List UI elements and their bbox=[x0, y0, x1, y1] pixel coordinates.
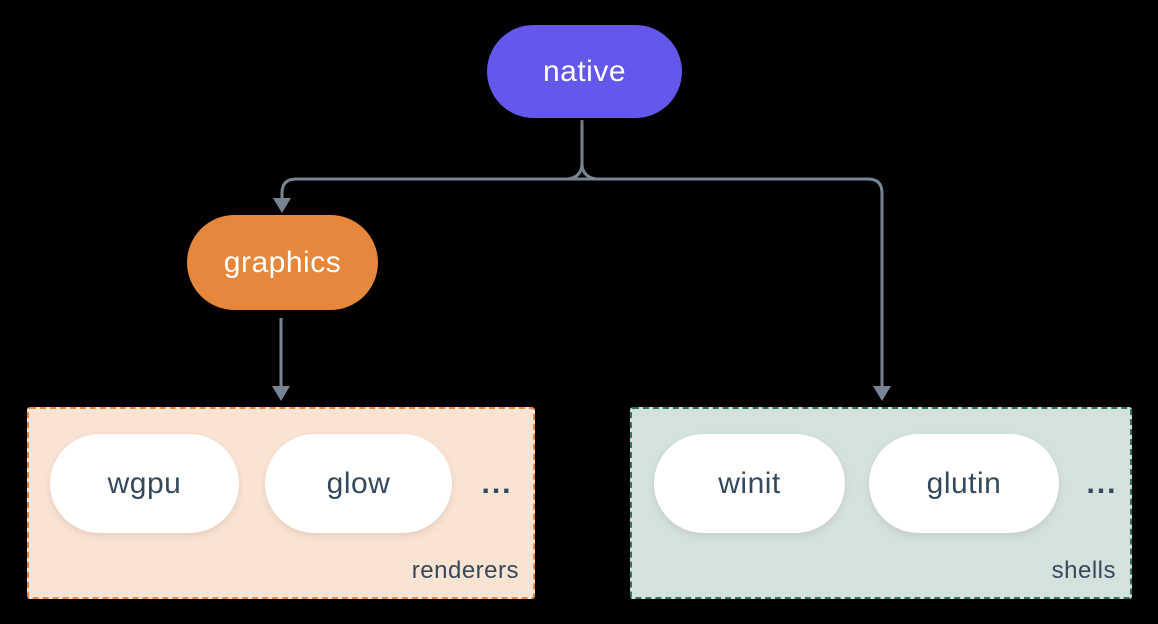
edge-native-branches bbox=[280, 177, 884, 388]
group-renderers-label: renderers bbox=[411, 557, 519, 584]
node-graphics-label: graphics bbox=[223, 245, 342, 279]
group-renderers: wgpu glow ... renderers bbox=[27, 407, 535, 599]
pill-winit-label: winit bbox=[718, 466, 781, 500]
pill-wgpu: wgpu bbox=[50, 434, 239, 533]
group-shells: winit glutin ... shells bbox=[630, 407, 1132, 599]
arrowhead-to-graphics bbox=[273, 198, 291, 213]
pill-glow-label: glow bbox=[326, 466, 391, 500]
arrowhead-to-renderers bbox=[272, 386, 290, 401]
shells-ellipsis: ... bbox=[1086, 466, 1118, 500]
pill-glutin: glutin bbox=[869, 434, 1059, 533]
pill-glow: glow bbox=[265, 434, 452, 533]
node-native: native bbox=[487, 25, 682, 118]
node-graphics: graphics bbox=[187, 215, 378, 310]
renderers-ellipsis: ... bbox=[481, 466, 513, 500]
arrowhead-to-shells bbox=[873, 386, 891, 401]
pill-glutin-label: glutin bbox=[926, 466, 1002, 500]
node-native-label: native bbox=[542, 54, 627, 88]
pill-wgpu-label: wgpu bbox=[107, 466, 182, 500]
group-shells-label: shells bbox=[1051, 557, 1116, 584]
edge-native-trunk bbox=[567, 120, 597, 181]
pill-winit: winit bbox=[654, 434, 845, 533]
